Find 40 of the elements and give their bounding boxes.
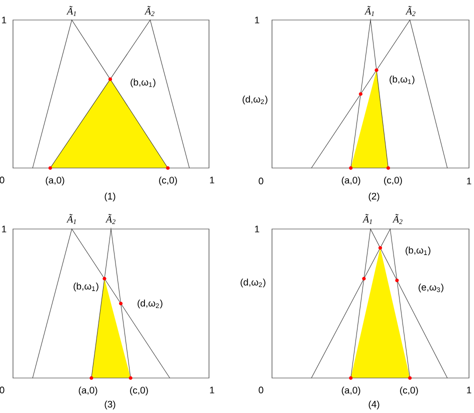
- point-label: (b,ω$_{1}$): [130, 78, 156, 88]
- curve-label: Ã$_{2}$: [144, 6, 154, 16]
- point-label: (a,0): [340, 176, 362, 186]
- point-label: (d,ω$_{2}$): [242, 95, 268, 105]
- curve-label: Ã$_{1}$: [66, 214, 76, 224]
- tick-label: 1: [210, 386, 214, 394]
- curve-label: Ã$_{1}$: [364, 6, 374, 16]
- tick-label: 0: [258, 386, 264, 394]
- tick-label: 1: [255, 16, 260, 24]
- panel-number: (4): [368, 400, 380, 410]
- panel-number: (3): [104, 400, 116, 410]
- tick-label: 0: [258, 178, 264, 184]
- tick-label: 1: [467, 178, 472, 184]
- point-label: (b,ω$_{1}$): [388, 75, 416, 85]
- point-label: (a,0): [78, 386, 98, 396]
- point-label: (c,0): [129, 386, 149, 396]
- curve-label: Ã$_{1}$: [362, 214, 372, 224]
- point-label: (c,0): [399, 386, 419, 396]
- curve-label: Ã$_{2}$: [392, 214, 402, 224]
- tick-label: 0: [0, 386, 4, 394]
- point-label: (c,0): [158, 176, 178, 186]
- point-label: (d,ω$_{2}$): [136, 299, 164, 309]
- tick-label: 1: [2, 226, 6, 232]
- point-label: (c,0): [383, 176, 403, 186]
- tick-label: 1: [255, 226, 260, 232]
- point-label: (b,ω$_{1}$): [72, 282, 100, 292]
- tick-label: 1: [210, 176, 214, 184]
- tick-label: 0: [0, 176, 4, 184]
- point-label: (d,ω$_{2}$): [240, 278, 266, 288]
- panel-number: (1): [104, 192, 116, 202]
- panel-number: (2): [368, 192, 380, 202]
- point-label: (a,0): [340, 386, 362, 396]
- point-label: (b,ω$_{1}$): [404, 246, 432, 256]
- tick-label: 1: [2, 16, 6, 24]
- curve-label: Ã$_{1}$: [66, 6, 76, 16]
- curve-label: Ã$_{2}$: [405, 6, 416, 16]
- point-label: (e,ω$_{3}$): [418, 283, 444, 293]
- point-label: (a,0): [44, 176, 66, 186]
- curve-label: Ã$_{2}$: [105, 214, 116, 224]
- tick-label: 1: [467, 386, 472, 394]
